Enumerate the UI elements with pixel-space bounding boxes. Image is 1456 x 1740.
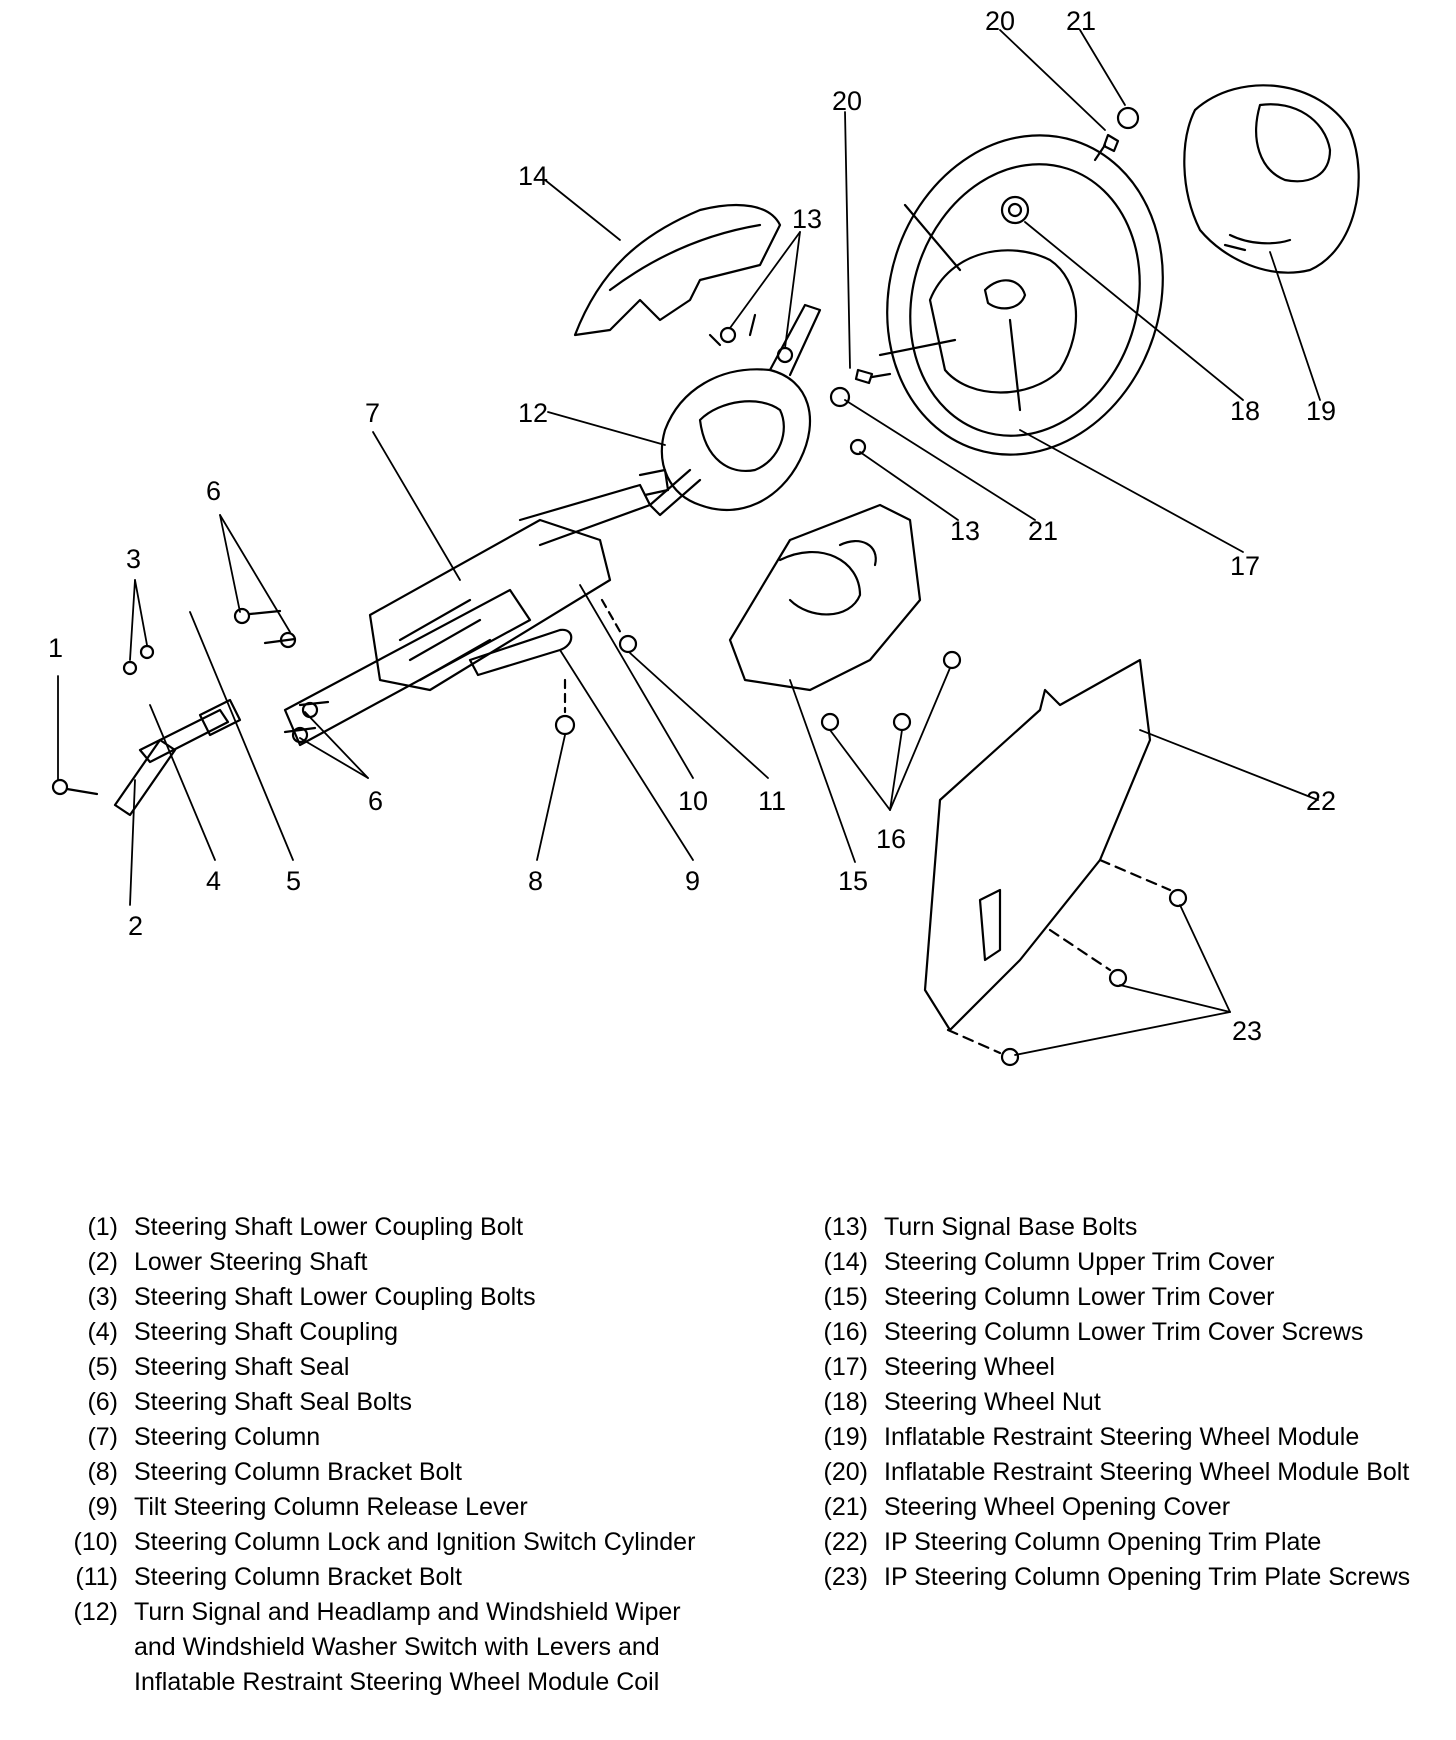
callout-1: 1 [48,633,63,663]
lower-steering-shaft [51,607,330,817]
upper-trim-cover [573,203,782,337]
bracket-bolts [554,326,1188,1067]
callout-22: 22 [1306,786,1336,816]
callout-19: 19 [1306,396,1336,426]
callout-18: 18 [1230,396,1260,426]
leader-lines [57,29,1321,1056]
legend-item: (1)Steering Shaft Lower Coupling Bolt [87,1213,524,1241]
steering-column [283,468,670,747]
legend-item: (13)Turn Signal Base Bolts [823,1213,1138,1241]
callout-20: 20 [985,6,1015,36]
legend-left: (1)Steering Shaft Lower Coupling Bolt (2… [40,1210,720,1700]
legend-item: (9)Tilt Steering Column Release Lever [87,1493,528,1521]
callout-17: 17 [1230,551,1260,581]
callout-21: 21 [1066,6,1096,36]
callout-10: 10 [678,786,708,816]
legend-item: (18)Steering Wheel Nut [823,1388,1101,1416]
legend-item: (4)Steering Shaft Coupling [87,1318,399,1346]
steering-wheel [878,134,1164,456]
callout-23: 23 [1232,1016,1262,1046]
ip-trim-plate [923,658,1152,1032]
legend-item: (6)Steering Shaft Seal Bolts [87,1388,412,1416]
module-bolt [829,106,1140,408]
callout-6: 6 [206,476,221,506]
legend-item: (20)Inflatable Restraint Steering Wheel … [823,1458,1410,1486]
steering-wheel-nut [1000,195,1030,225]
callout-2: 2 [128,911,143,941]
legend-item: (21)Steering Wheel Opening Cover [823,1493,1231,1521]
lower-trim-cover [728,503,922,692]
legend-item: (14)Steering Column Upper Trim Cover [823,1248,1275,1276]
legend-item: (11)Steering Column Bracket Bolt [75,1563,462,1591]
callout-9: 9 [685,866,700,896]
legend-item: (5)Steering Shaft Seal [87,1353,350,1381]
callout-4: 4 [206,866,221,896]
legend-item: (22)IP Steering Column Opening Trim Plat… [823,1528,1322,1556]
legend-item: (19)Inflatable Restraint Steering Wheel … [823,1423,1360,1451]
legend-right: (13)Turn Signal Base Bolts (14)Steering … [790,1210,1450,1595]
turn-signal-switch-assembly [648,303,822,517]
callout-8: 8 [528,866,543,896]
callout-5: 5 [286,866,301,896]
exploded-steering-diagram: 1 2 3 4 5 6 6 7 8 9 10 11 12 13 13 14 15… [48,6,1360,1067]
legend-item: (15)Steering Column Lower Trim Cover [823,1283,1275,1311]
callout-16: 16 [876,824,906,854]
callout-21b: 21 [1028,516,1058,546]
legend-item: (3)Steering Shaft Lower Coupling Bolts [87,1283,536,1311]
legend-item: (10)Steering Column Lock and Ignition Sw… [73,1528,696,1556]
callout-7: 7 [365,398,380,428]
legend-item: (16)Steering Column Lower Trim Cover Scr… [823,1318,1364,1346]
callout-15: 15 [838,866,868,896]
callout-numbers: 1 2 3 4 5 6 6 7 8 9 10 11 12 13 13 14 15… [48,6,1336,1046]
legend-item: (8)Steering Column Bracket Bolt [87,1458,462,1486]
legend-item: (23)IP Steering Column Opening Trim Plat… [823,1563,1411,1591]
tilt-release-lever [468,628,573,677]
legend-item: (12)Turn Signal and Headlamp and Windshi… [73,1598,681,1696]
callout-20b: 20 [832,86,862,116]
callout-13: 13 [792,204,822,234]
callout-13b: 13 [950,516,980,546]
legend-item: (17)Steering Wheel [823,1353,1055,1381]
callout-14: 14 [518,161,548,191]
inflatable-restraint-module [1183,84,1360,274]
legend-item: (7)Steering Column [87,1423,321,1451]
callout-6b: 6 [368,786,383,816]
callout-11: 11 [758,786,786,816]
legend-item: (2)Lower Steering Shaft [87,1248,368,1276]
callout-12: 12 [518,398,548,428]
callout-3: 3 [126,544,141,574]
